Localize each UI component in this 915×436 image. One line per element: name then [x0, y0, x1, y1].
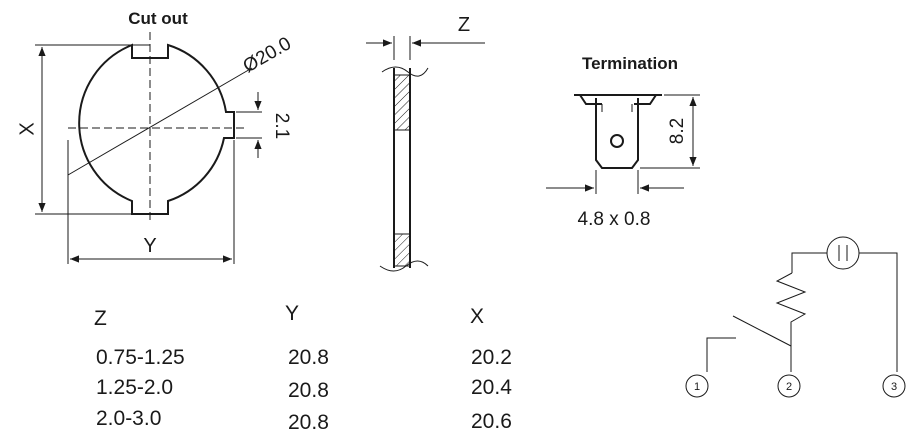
terminal-1 — [685, 374, 709, 398]
termination-view: Termination 8.2 4.8 x 0.8 — [546, 54, 700, 230]
table-cell-y: 20.8 — [288, 379, 329, 402]
cutout-outline — [78, 43, 235, 215]
hatch-section-top — [393, 74, 411, 131]
x-label: X — [16, 122, 38, 135]
table-cell-z: 1.25-2.0 — [96, 376, 173, 399]
y-label: Y — [143, 235, 156, 257]
wire-lamp-right — [859, 252, 898, 372]
terminal-2-label: 2 — [786, 381, 792, 393]
lamp-symbol — [826, 236, 860, 270]
table-cell-z: 0.75-1.25 — [96, 346, 185, 369]
cutout-view: Cut out Ø20.0 X Y 2.1 — [16, 9, 295, 264]
dimension-table: Z Y X 0.75-1.25 20.8 20.2 1.25-2.0 20.8 … — [94, 302, 512, 434]
height-label: 8.2 — [667, 118, 688, 144]
termination-title: Termination — [582, 54, 678, 73]
table-cell-x: 20.4 — [471, 376, 512, 399]
resistor-symbol — [775, 272, 807, 372]
terminal-1-label: 1 — [694, 381, 700, 393]
cutout-title: Cut out — [128, 9, 188, 28]
diameter-label: Ø20.0 — [240, 33, 295, 77]
wire-lamp-left — [791, 252, 827, 273]
termination-hole — [610, 134, 624, 148]
size-label: 4.8 x 0.8 — [578, 209, 651, 230]
diameter-leader — [67, 67, 253, 176]
side-view: Z — [366, 14, 485, 272]
terminal-3-label: 3 — [891, 381, 897, 393]
termination-tab — [595, 98, 639, 169]
table-cell-x: 20.2 — [471, 346, 512, 369]
terminal-2 — [777, 374, 801, 398]
terminal-3 — [882, 374, 906, 398]
circuit-schematic: 1 2 3 — [685, 236, 906, 398]
table-cell-y: 20.8 — [288, 346, 329, 369]
termination-left-shoulder — [579, 94, 602, 105]
hatch-section-bottom — [393, 233, 411, 267]
table-cell-x: 20.6 — [471, 410, 512, 433]
wire-terminal-1 — [706, 337, 736, 372]
table-header-y: Y — [285, 302, 299, 325]
switch-blade — [732, 315, 792, 347]
table-cell-y: 20.8 — [288, 411, 329, 434]
break-line-top — [381, 66, 429, 77]
z-label: Z — [458, 14, 470, 36]
table-cell-z: 2.0-3.0 — [96, 407, 161, 430]
notch-label: 2.1 — [271, 113, 292, 139]
table-header-x: X — [470, 305, 484, 328]
termination-right-shoulder — [634, 94, 657, 105]
table-header-z: Z — [94, 307, 107, 330]
